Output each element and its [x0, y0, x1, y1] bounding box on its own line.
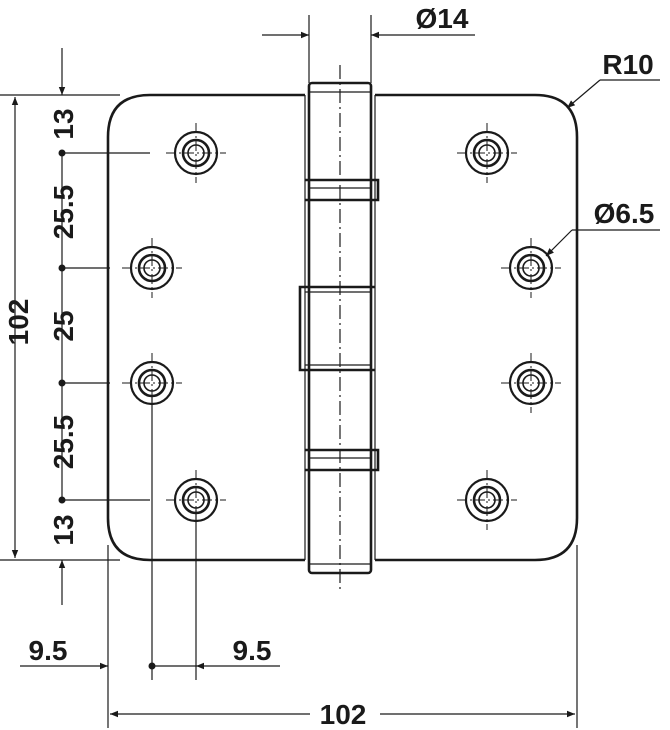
height-extension-lines [0, 94, 150, 561]
dim-13-bottom: 13 [48, 514, 79, 545]
dim-25-middle: 25 [48, 310, 79, 341]
dim-pin-diameter: Ø14 [416, 3, 469, 34]
dim-25-5-lower: 25.5 [48, 415, 79, 470]
radius-leader [566, 79, 601, 109]
dim-right-offset: 9.5 [233, 635, 272, 666]
screw-hole [457, 470, 517, 530]
dim-hole-diameter: Ø6.5 [594, 198, 655, 229]
pin-diameter-dim [262, 15, 475, 83]
hinge-knuckle [298, 81, 380, 575]
screw-hole [166, 123, 226, 183]
dim-left-offset: 9.5 [29, 635, 68, 666]
screw-hole [501, 238, 561, 298]
right-hinge-leaf [375, 93, 579, 562]
hole-diameter-leader [545, 229, 573, 257]
dim-corner-radius: R10 [602, 49, 653, 80]
left-hinge-leaf [106, 93, 305, 562]
width-extension-lines [107, 395, 578, 728]
screw-hole [122, 238, 182, 298]
screw-hole [457, 123, 517, 183]
dim-25-5-upper: 25.5 [48, 185, 79, 240]
dim-13-top: 13 [48, 108, 79, 139]
screw-hole [501, 353, 561, 413]
dim-overall-width: 102 [320, 699, 367, 730]
dim-overall-height: 102 [3, 299, 34, 346]
